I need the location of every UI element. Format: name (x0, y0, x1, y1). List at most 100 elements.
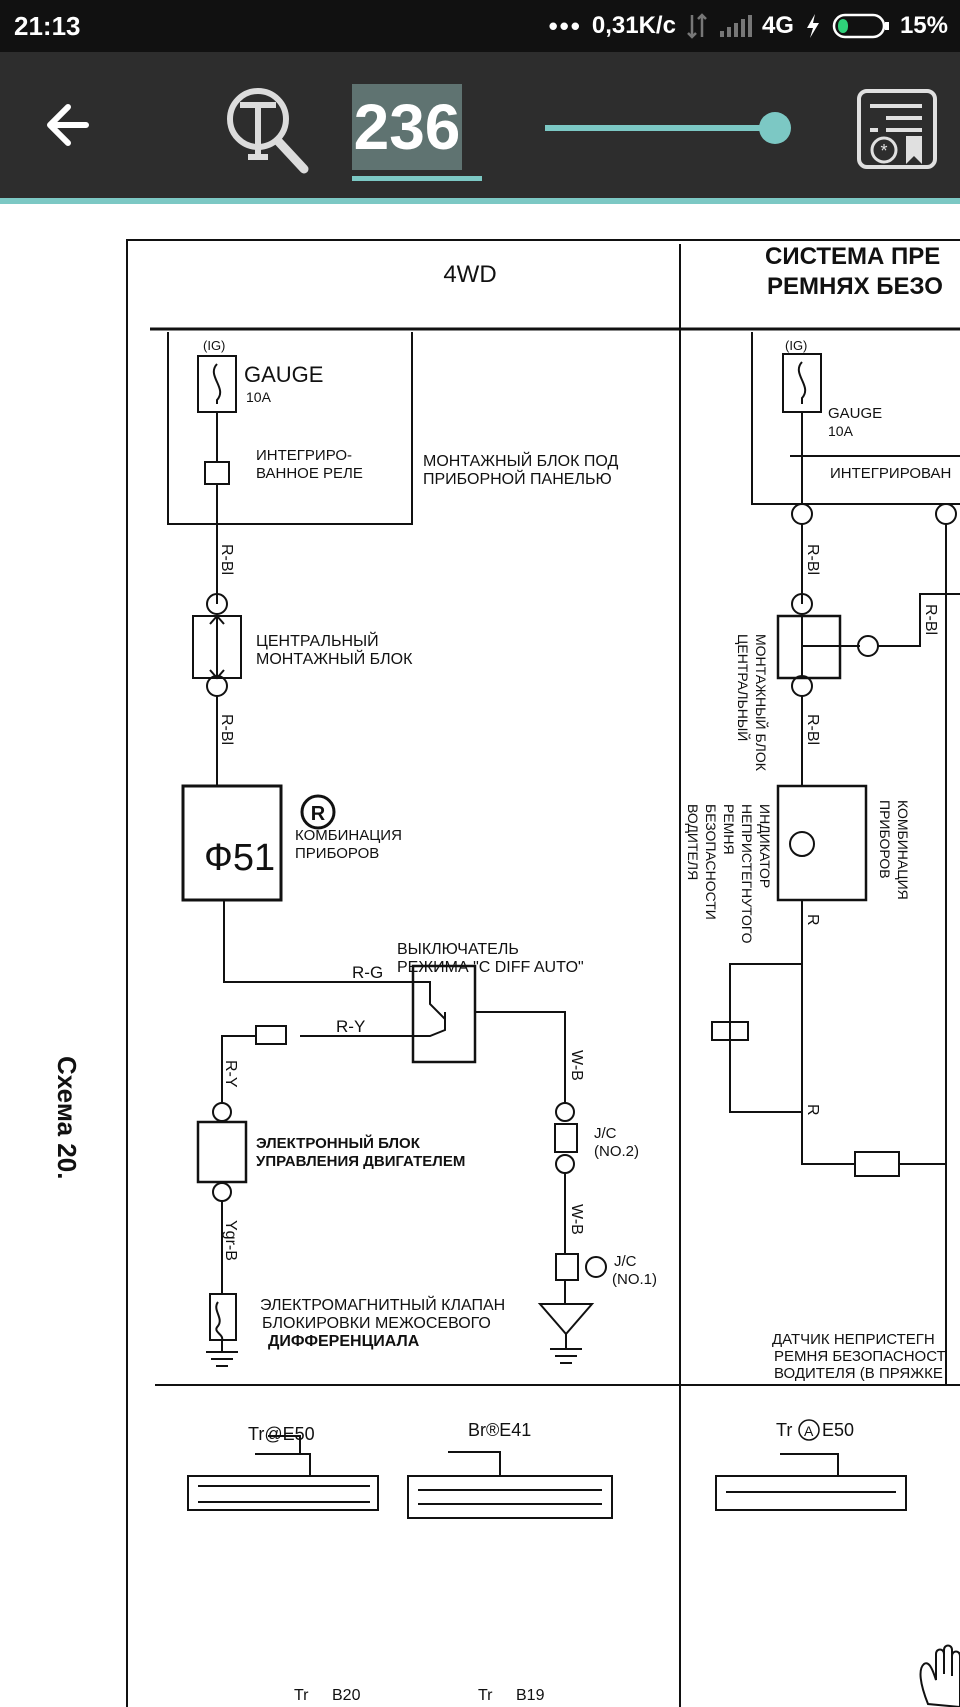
c-diff-switch-box (411, 964, 477, 1064)
ground-triangle (537, 1303, 595, 1336)
network-speed: 0,31K/c (591, 12, 676, 39)
right-combo-line-2: ПРИБОРОВ (877, 800, 893, 879)
valve-line-2: БЛОКИРОВКИ МЕЖОСЕВОГО (262, 1315, 491, 1332)
reader-toolbar (0, 52, 960, 198)
document-page[interactable]: 4WD СИСТЕМА ПРЕ РЕМНЯХ БЕЗО Схема 20. (I… (0, 204, 960, 1707)
connector-label-b20: B20 (332, 1687, 361, 1704)
connector-be1 (255, 1025, 287, 1045)
fuse-amp-label: 10A (246, 389, 272, 405)
bookmarks-icon[interactable]: * (856, 88, 938, 170)
central-block-line-1: ЦЕНТРАЛЬНЫЙ (256, 631, 379, 650)
ecu-line-1: ЭЛЕКТРОННЫЙ БЛОК (256, 1134, 421, 1152)
instrument-cluster-text: Ф51 (204, 837, 275, 879)
solenoid-valve (209, 1293, 237, 1341)
wire-rbl-2: R-Bl (218, 714, 235, 745)
switch-line-1: ВЫКЛЮЧАТЕЛЬ (397, 941, 519, 958)
connector-drawing-e41 (407, 1475, 613, 1519)
page-slider[interactable] (545, 110, 795, 146)
central-block-line-2: МОНТАЖНЫЙ БЛОК (256, 649, 413, 668)
wire-rg: R-G (352, 963, 383, 982)
integr-relay-line-2: ВАННОЕ РЕЛЕ (256, 465, 363, 482)
schema-label: Схема 20. (52, 1056, 82, 1179)
combo-line-2: ПРИБОРОВ (295, 845, 379, 862)
page-number-field[interactable]: 236 (352, 84, 462, 170)
connector-label-b19: B19 (516, 1687, 545, 1704)
connector-label-e50-right: E50 (822, 1420, 854, 1440)
text-search-icon[interactable] (220, 85, 310, 175)
svg-text:R: R (311, 803, 326, 825)
ip-junction-outline (167, 332, 413, 525)
indicator-line-3: РЕМНЯ (721, 804, 737, 855)
right-instrument-cluster (776, 784, 868, 902)
jc-label-2: J/C (614, 1253, 637, 1270)
battery-icon (832, 13, 889, 39)
toolbar-divider (0, 198, 960, 204)
right-title-line-2: РЕМНЯХ БЕЗО (767, 273, 943, 300)
right-gauge-label: GAUGE (828, 405, 882, 422)
section-title-4wd: 4WD (443, 261, 496, 288)
right-wire-r-2: R (804, 1104, 821, 1116)
connector-drawing-e50-right (715, 1475, 907, 1511)
valve-line-3: ДИФФЕРЕНЦИАЛА (268, 1333, 420, 1350)
ecu-line-2: УПРАВЛЕНИЯ ДВИГАТЕЛЕМ (256, 1153, 465, 1170)
page-number-underline (352, 176, 482, 181)
indicator-line-5: ВОДИТЕЛЯ (685, 804, 701, 880)
right-wire-r-1: R (804, 914, 821, 926)
svg-text:A: A (804, 1423, 814, 1439)
page-slider-thumb[interactable] (759, 112, 791, 144)
right-central-line-1: ЦЕНТРАЛЬНЫЙ (735, 634, 752, 741)
hand-tool-icon[interactable] (919, 1644, 960, 1707)
wire-wb-2: W-B (568, 1204, 585, 1235)
sensor-line-2: РЕМНЯ БЕЗОПАСНОСТ (774, 1348, 946, 1365)
network-type: 4G (761, 12, 794, 39)
connector-ea1 (711, 1021, 749, 1041)
wire-ry-vertical: R-Y (222, 1060, 239, 1088)
page-frame (126, 239, 960, 1707)
right-central-line-2: МОНТАЖНЫЙ БЛОК (753, 634, 770, 772)
instrument-cluster-box (181, 784, 283, 902)
signal-icon (719, 15, 752, 37)
ig-label: (IG) (203, 338, 225, 353)
jc-no1-label: (NO.1) (612, 1271, 657, 1288)
jc-label-1: J/C (594, 1125, 617, 1142)
jc-no1-connector (555, 1253, 579, 1281)
integr-relay-line-1: ИНТЕГРИРО- (256, 447, 352, 464)
wire-rbl-1: R-Bl (218, 544, 235, 575)
connector-label-tr-e50: Tr@E50 (248, 1424, 315, 1444)
connector-drawing-e50 (187, 1475, 379, 1511)
valve-line-1: ЭЛЕКТРОМАГНИТНЫЙ КЛАПАН (260, 1295, 505, 1314)
right-wire-rbl-3: R-Bl (804, 714, 821, 745)
svg-text:*: * (880, 141, 887, 161)
right-integr-label: ИНТЕГРИРОВАН (830, 465, 951, 482)
gauge-label: GAUGE (244, 362, 323, 387)
right-combo-line-1: КОМБИНАЦИЯ (895, 800, 911, 900)
right-junction-outline (751, 332, 960, 505)
sensor-line-1: ДАТЧИК НЕПРИСТЕГН (772, 1331, 935, 1348)
status-icons: ••• 0,31K/c 4G 15% (549, 11, 948, 41)
connector-label-tr-right: Tr (776, 1420, 792, 1440)
right-title-line-1: СИСТЕМА ПРЕ (765, 243, 940, 270)
status-bar: 21:13 ••• 0,31K/c 4G 15% (0, 0, 960, 52)
ecu-box (196, 1120, 248, 1184)
jc-no2-label: (NO.2) (594, 1143, 639, 1160)
page-slider-track[interactable] (545, 125, 775, 131)
wire-ygrb: Ygr-B (222, 1220, 239, 1261)
data-transfer-icon (687, 13, 707, 39)
right-fuse-amp-label: 10A (828, 423, 854, 439)
right-wire-rbl-1: R-Bl (804, 544, 821, 575)
buckle-switch (854, 1151, 900, 1177)
indicator-line-4: БЕЗОПАСНОСТИ (703, 804, 719, 920)
cluster-r-marker (300, 794, 336, 830)
connector-label-br-e41: Br®E41 (468, 1420, 531, 1440)
connector-label-tr-b20: Tr (294, 1687, 309, 1704)
back-arrow-icon[interactable] (40, 95, 100, 155)
relay-connector (204, 461, 230, 485)
indicator-line-1: ИНДИКАТОР (757, 804, 773, 888)
status-time: 21:13 (14, 11, 81, 41)
switch-line-2: РЕЖИМА "C DIFF AUTO" (397, 959, 584, 976)
connector-label-tr-b19: Tr (478, 1687, 493, 1704)
right-wire-rbl-2: R-Bl (922, 604, 939, 635)
wire-wb-1: W-B (568, 1050, 585, 1081)
indicator-line-2: НЕПРИСТЕГНУТОГО (739, 804, 755, 944)
sensor-line-3: ВОДИТЕЛЯ (В ПРЯЖКЕ (774, 1365, 943, 1382)
